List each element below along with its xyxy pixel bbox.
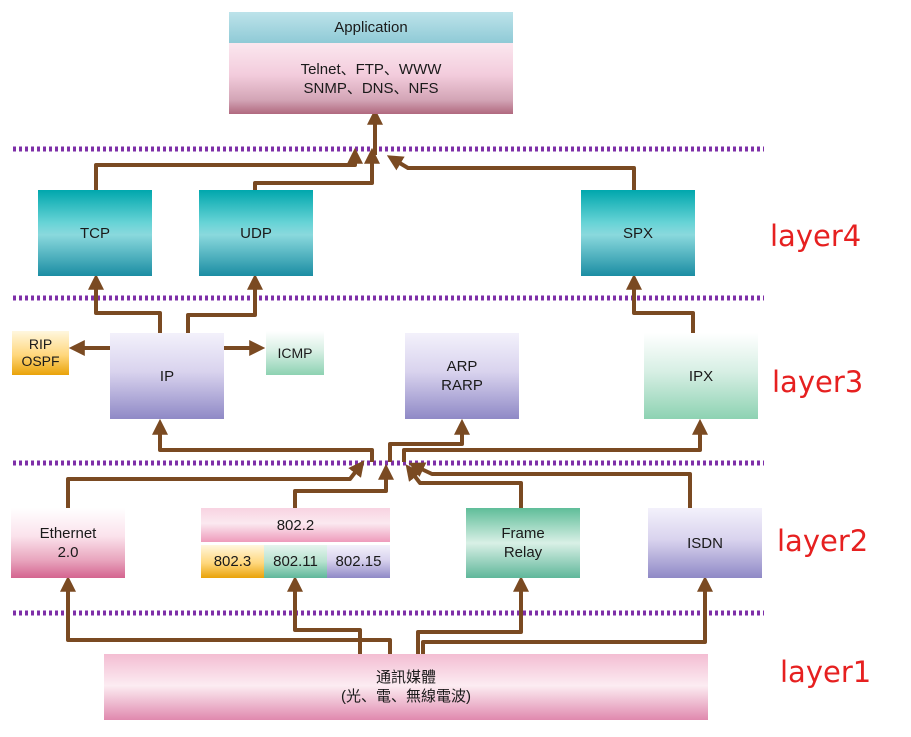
arrow-media-to-ethernet — [60, 575, 392, 654]
spx-label: SPX — [622, 224, 653, 242]
udp-box: UDP — [199, 190, 313, 276]
icmp-box: ICMP — [266, 331, 324, 375]
ieee802-11-label: 802.11 — [273, 553, 318, 570]
arrow-tcp-to-application — [94, 147, 363, 190]
isdn-box: ISDN — [648, 508, 762, 578]
application-protocols: Telnet、FTP、WWW SNMP、DNS、NFS — [229, 43, 513, 114]
arrow-junction-to-ip — [152, 418, 374, 462]
tcp-box: TCP — [38, 190, 152, 276]
llc-802-2-bar: 802.2 — [201, 508, 390, 542]
tcp-label: TCP — [80, 224, 110, 242]
ospf-label: OSPF — [21, 353, 60, 369]
llc-802-2-label: 802.2 — [276, 516, 315, 534]
ethernet-label-line2: 2.0 — [57, 544, 79, 561]
frame-relay-line2: Relay — [503, 544, 543, 561]
ip-box: IP — [110, 333, 224, 419]
arrow-junction-to-ipx — [402, 418, 708, 462]
arrow-ethernet-up — [66, 460, 365, 508]
arrow-media-to-frame — [416, 575, 529, 654]
rip-label: RIP — [28, 336, 53, 352]
application-title: Application — [334, 19, 408, 36]
frame-relay-box: Frame Relay — [466, 508, 580, 578]
arrow-spx-to-application — [386, 155, 636, 190]
rarp-label: RARP — [441, 377, 483, 394]
ieee802-15-label: 802.15 — [335, 553, 382, 570]
rip-ospf-box: RIP OSPF — [12, 331, 69, 375]
layer1-label: layer1 — [780, 655, 872, 689]
arp-rarp-box: ARP RARP — [405, 333, 519, 419]
ipx-label: IPX — [688, 367, 714, 385]
icmp-label: ICMP — [277, 344, 313, 361]
arrow-media-to-802 — [287, 575, 362, 654]
layer3-label: layer3 — [772, 365, 864, 399]
arrow-junction-to-arp — [388, 418, 470, 462]
ip-label: IP — [159, 367, 175, 385]
arrow-frame-up — [405, 464, 523, 508]
spx-box: SPX — [581, 190, 695, 276]
physical-media-line1: 通訊媒體 — [375, 669, 436, 686]
ipx-box: IPX — [644, 333, 758, 419]
ieee802-3-cell: 802.3 — [201, 545, 264, 578]
ethernet-label-line1: Ethernet — [39, 525, 97, 542]
ieee802-3-label: 802.3 — [213, 553, 252, 570]
application-protocols-line1: Telnet、FTP、WWW — [300, 60, 442, 78]
ethernet-box: Ethernet 2.0 — [11, 508, 125, 578]
ieee802-15-cell: 802.15 — [327, 545, 390, 578]
application-box: Application Telnet、FTP、WWW SNMP、DNS、NFS — [229, 12, 513, 114]
arrow-isdn-up — [408, 462, 692, 508]
layer4-label: layer4 — [770, 219, 862, 253]
ieee802-box: 802.2 802.3 802.11 802.15 — [201, 508, 390, 578]
application-protocols-line2: SNMP、DNS、NFS — [303, 79, 439, 97]
udp-label: UDP — [240, 224, 272, 242]
ieee802-11-cell: 802.11 — [264, 545, 327, 578]
arrow-udp-to-application — [253, 147, 380, 190]
layer2-label: layer2 — [777, 524, 869, 558]
arrow-ip-to-tcp — [88, 273, 162, 333]
arp-label: ARP — [446, 358, 478, 375]
arrow-ip-to-udp — [186, 273, 263, 333]
application-title-bar: Application — [229, 12, 513, 43]
arrow-ipx-to-spx — [626, 273, 695, 333]
arrow-802-up — [293, 463, 394, 508]
physical-media-line2: (光、電、無線電波) — [341, 688, 471, 705]
isdn-label: ISDN — [687, 534, 723, 552]
physical-media-box: 通訊媒體 (光、電、無線電波) — [104, 654, 708, 720]
arrow-media-to-isdn — [421, 575, 713, 654]
frame-relay-line1: Frame — [501, 525, 545, 542]
